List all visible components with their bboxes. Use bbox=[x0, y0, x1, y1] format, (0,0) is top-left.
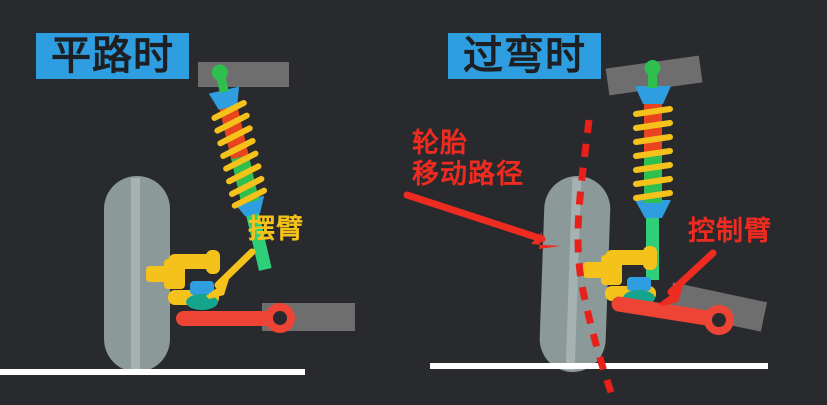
panel-cornering: 过弯时 bbox=[403, 0, 827, 405]
callout-line-1: 轮胎 bbox=[412, 128, 468, 159]
panel-title-cornering: 过弯时 bbox=[448, 33, 601, 79]
strut-top-cone bbox=[635, 86, 671, 104]
panel-flat-road: 平路时 bbox=[0, 0, 413, 405]
coilover-strut bbox=[633, 60, 673, 280]
coil-spring bbox=[211, 99, 268, 209]
tire-travel-path bbox=[574, 119, 617, 400]
strut-top-cone bbox=[208, 86, 240, 110]
flat-road-illustration bbox=[0, 62, 355, 375]
callout-arrow-swing-arm bbox=[206, 248, 256, 299]
strut-top-rod bbox=[648, 68, 657, 88]
callout-control-arm: 控制臂 bbox=[688, 216, 772, 247]
ground-line bbox=[0, 369, 305, 375]
callout-swing-arm: 摆臂 bbox=[248, 214, 304, 245]
coil-spring bbox=[633, 106, 673, 201]
arrow-to-control-arm bbox=[658, 249, 717, 306]
tire bbox=[104, 176, 170, 372]
strut-bottom-cone bbox=[234, 195, 265, 217]
callout-line-2: 移动路径 bbox=[412, 159, 524, 190]
control-arm bbox=[611, 296, 734, 335]
coilover-strut bbox=[208, 64, 272, 271]
cornering-illustration bbox=[430, 55, 768, 400]
strut-top-ball bbox=[644, 60, 661, 76]
callout-tire-travel-path: 轮胎 移动路径 bbox=[412, 128, 524, 190]
knuckle-bushing-blue bbox=[627, 277, 651, 291]
panel-title-flat-road: 平路时 bbox=[36, 33, 189, 79]
control-arm bbox=[176, 303, 295, 333]
strut-lower-shaft bbox=[244, 205, 272, 271]
cornering-callout-arrows bbox=[403, 191, 717, 306]
strut-bottom-cone bbox=[635, 200, 671, 218]
knuckle-bushing-blue bbox=[190, 281, 214, 295]
arrow-to-tire bbox=[403, 191, 561, 249]
strut-top-ball bbox=[211, 64, 228, 81]
